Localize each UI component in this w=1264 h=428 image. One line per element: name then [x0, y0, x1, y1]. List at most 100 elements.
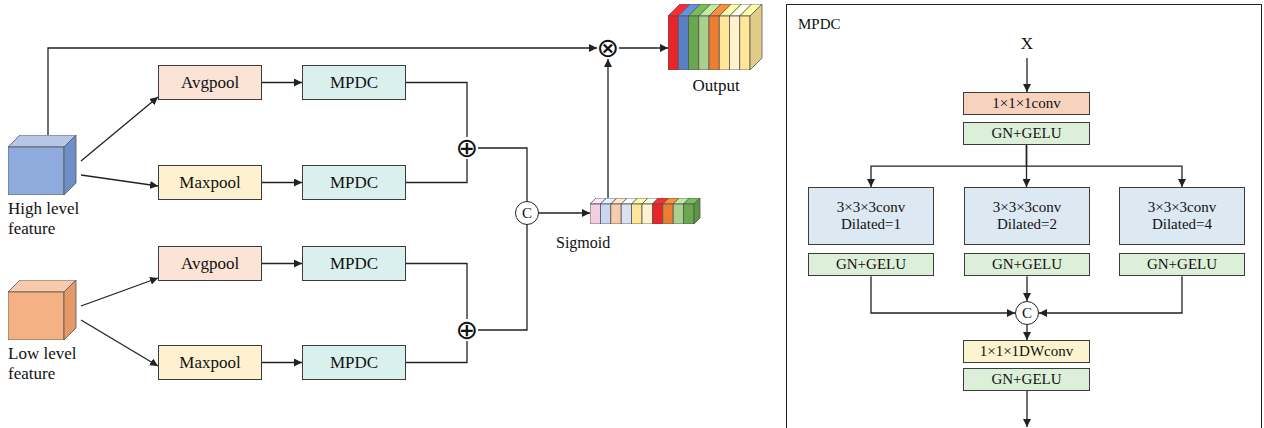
- connector: [81, 320, 158, 366]
- node-label: ⊕: [456, 319, 479, 341]
- node-label: Low level feature: [8, 344, 108, 383]
- cube-front: [600, 204, 610, 224]
- norm-box: GN+GELU: [963, 368, 1090, 391]
- node-label: GN+GELU: [836, 256, 906, 273]
- cube-front: [730, 16, 740, 70]
- connector: [478, 148, 527, 201]
- node-label: GN+GELU: [991, 371, 1061, 388]
- norm-box: GN+GELU: [1119, 253, 1245, 276]
- node-label: Maxpool: [179, 173, 240, 193]
- avgpool-box: Avgpool: [158, 246, 262, 281]
- norm-box: GN+GELU: [808, 253, 934, 276]
- node-label: 1×1×1DWconv: [980, 343, 1074, 360]
- cube-front: [699, 16, 709, 70]
- cube-front: [632, 204, 642, 224]
- cube-front: [719, 16, 729, 70]
- add-symbol: ⊕: [456, 137, 478, 159]
- connector: [1026, 276, 1027, 301]
- cube-front: [668, 16, 678, 70]
- node-label: GN+GELU: [991, 125, 1061, 142]
- cube-side: [694, 198, 700, 224]
- connector: [607, 59, 608, 198]
- cube-side: [64, 280, 76, 340]
- dwconv-box: 1×1×1DWconv: [963, 340, 1090, 363]
- cube-front: [684, 204, 694, 224]
- avgpool-box: Avgpool: [158, 65, 262, 100]
- connector: [1027, 145, 1183, 187]
- node-label: MPDC: [330, 254, 378, 274]
- node-label: 3×3×3conv Dilated=4: [1126, 199, 1238, 234]
- cube-front: [663, 204, 673, 224]
- node-label: ⊕: [456, 137, 479, 159]
- node-label: MPDC: [798, 16, 841, 33]
- cube-shape: [668, 4, 764, 70]
- connector: [539, 212, 590, 213]
- cube-shape: [8, 280, 78, 340]
- cube-front: [621, 204, 631, 224]
- node-label: 3×3×3conv Dilated=2: [971, 199, 1083, 234]
- cube-front: [611, 204, 621, 224]
- dilated-conv-box: 3×3×3conv Dilated=2: [964, 187, 1090, 245]
- norm-box: GN+GELU: [964, 253, 1090, 276]
- connector: [48, 48, 597, 135]
- connector: [406, 341, 467, 363]
- input-arrow: [1026, 58, 1027, 92]
- mpdc-box: MPDC: [302, 246, 406, 281]
- output-arrow: [1026, 391, 1027, 427]
- connector: [619, 47, 668, 48]
- attention-vector: Sigmoid: [590, 198, 702, 252]
- multiply-symbol: ⊗: [597, 37, 619, 59]
- vector-shape: [590, 198, 702, 224]
- node-label: Avgpool: [181, 73, 239, 93]
- concat-circle: C: [1015, 301, 1039, 325]
- cube-side: [64, 135, 76, 195]
- feature-cube: Low level feature: [8, 280, 108, 383]
- mpdc-panel: MPDC1×1×1convGN+GELU3×3×3conv Dilated=1G…: [786, 4, 1262, 428]
- feature-cube: High level feature: [8, 135, 108, 238]
- mpdc-box: MPDC: [302, 345, 406, 380]
- connector: [1039, 276, 1182, 313]
- connector: [406, 264, 467, 320]
- node-label: Avgpool: [181, 254, 239, 274]
- maxpool-box: Maxpool: [158, 345, 262, 380]
- node-label: C: [1022, 306, 1032, 321]
- node-label: MPDC: [330, 73, 378, 93]
- node-label: GN+GELU: [1147, 256, 1217, 273]
- cube-front: [689, 16, 699, 70]
- node-label: GN+GELU: [992, 256, 1062, 273]
- node-label: MPDC: [330, 353, 378, 373]
- node-label: Sigmoid: [556, 234, 668, 252]
- concat-circle: C: [515, 201, 539, 225]
- input-label: X: [1017, 34, 1037, 54]
- connector: [406, 159, 467, 183]
- connector: [262, 82, 302, 83]
- connector: [262, 263, 302, 264]
- conv-box: 1×1×1conv: [963, 92, 1090, 115]
- node-label: High level feature: [8, 199, 108, 238]
- cube-front: [8, 292, 64, 340]
- node-label: 3×3×3conv Dilated=1: [815, 199, 927, 234]
- node-label: Output: [668, 76, 764, 96]
- cube-shape: [8, 135, 78, 195]
- mpdc-box: MPDC: [302, 65, 406, 100]
- node-label: MPDC: [330, 173, 378, 193]
- connector: [262, 362, 302, 363]
- connector: [81, 175, 158, 186]
- connector: [262, 182, 302, 183]
- cube-front: [709, 16, 719, 70]
- node-label: 1×1×1conv: [992, 95, 1061, 112]
- connector: [871, 276, 1015, 313]
- connector: [406, 83, 467, 138]
- dilated-conv-box: 3×3×3conv Dilated=1: [808, 187, 934, 245]
- node-label: Maxpool: [179, 353, 240, 373]
- node-label: ⊗: [597, 37, 620, 59]
- cube-front: [642, 204, 652, 224]
- cube-front: [8, 147, 64, 195]
- add-symbol: ⊕: [456, 319, 478, 341]
- cube-front: [652, 204, 662, 224]
- cube-front: [590, 204, 600, 224]
- cube-front: [740, 16, 750, 70]
- node-label: C: [522, 206, 532, 221]
- connector: [81, 278, 158, 306]
